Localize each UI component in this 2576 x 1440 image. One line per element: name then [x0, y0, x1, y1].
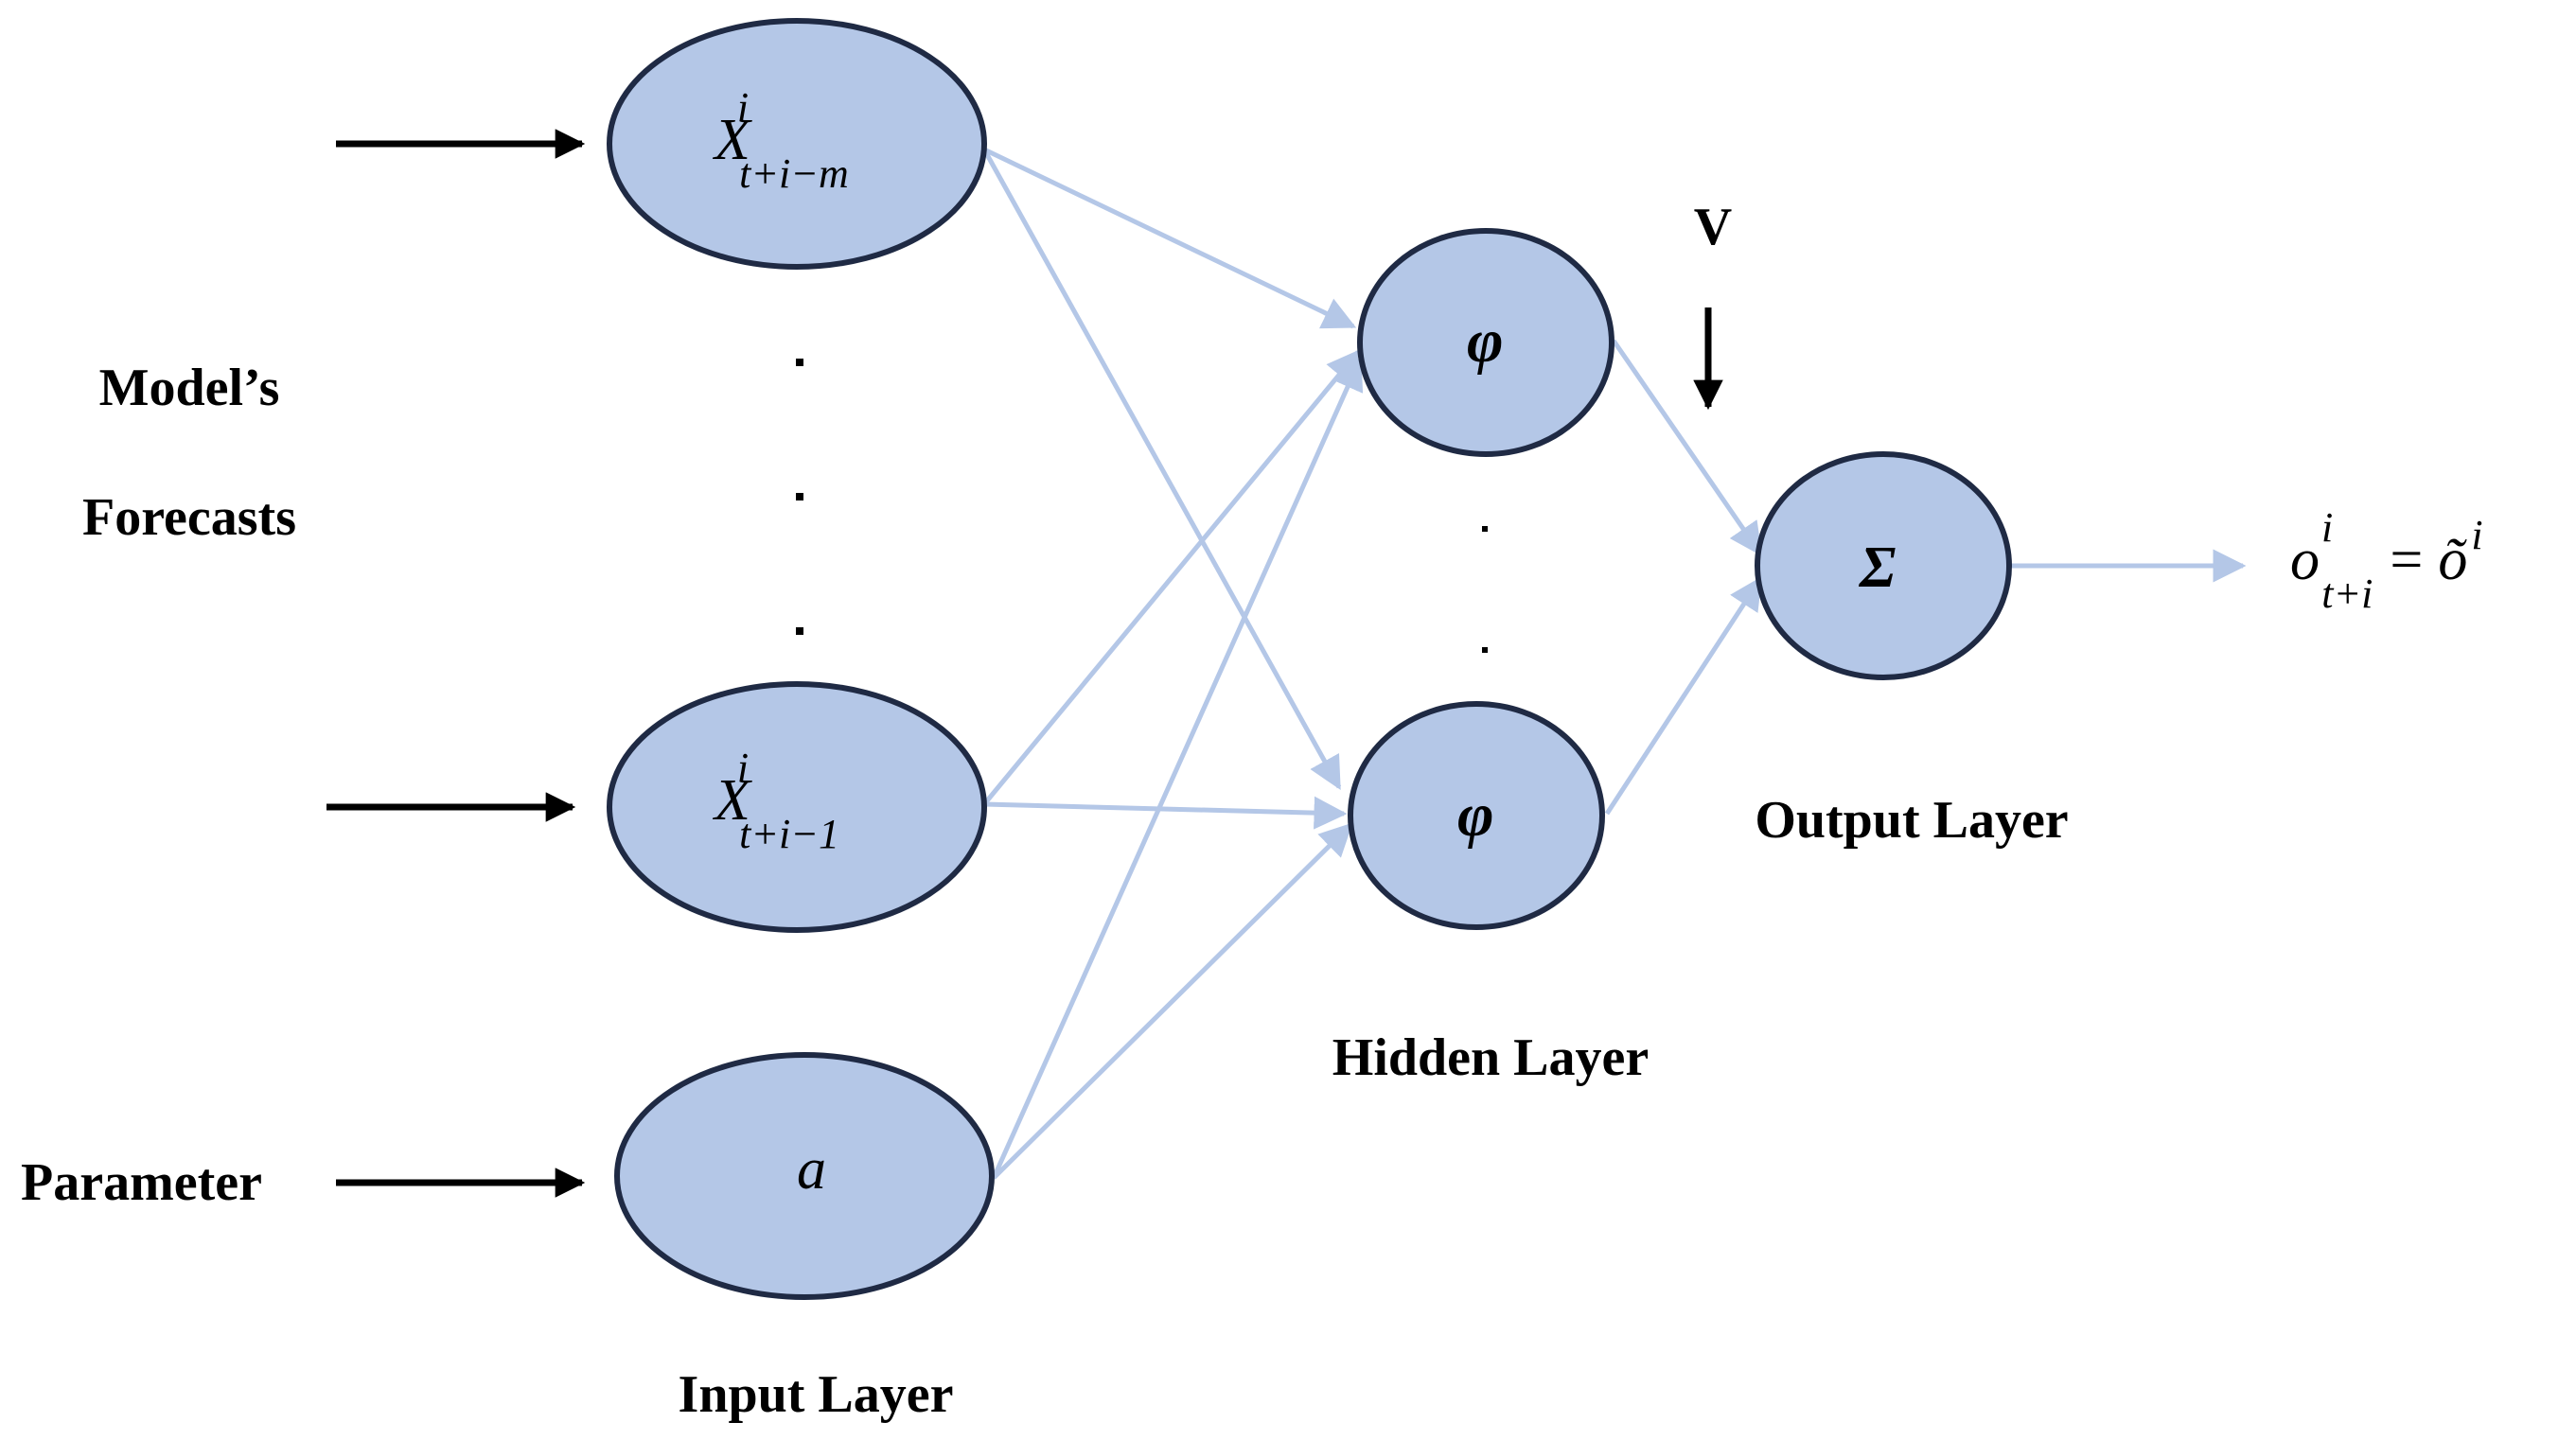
dot [1482, 526, 1488, 532]
hidden-layer-label: Hidden Layer [1332, 1028, 1649, 1087]
edges [981, 147, 2247, 1180]
output-node-label: Σ [1858, 536, 1896, 600]
edge-x2-h1 [982, 349, 1361, 806]
parameter-label: Parameter [21, 1153, 262, 1212]
dot [796, 493, 803, 500]
edge-a-h2 [992, 822, 1353, 1180]
edge-x1-h1 [982, 147, 1357, 329]
input-ellipsis [796, 359, 803, 635]
edge-h2-out [1604, 576, 1763, 816]
models-label-line1: Model’s [99, 359, 280, 417]
hidden-node-top-label: φ [1467, 307, 1504, 376]
output-node [1755, 451, 2012, 680]
edge-a-h1 [991, 356, 1364, 1180]
input-node-a-label: a [797, 1137, 826, 1202]
edge-x1-h2 [981, 148, 1342, 791]
input-node-x-m [607, 18, 987, 270]
dot [1482, 647, 1488, 653]
input-layer-label: Input Layer [679, 1365, 954, 1424]
output-layer-label: Output Layer [1755, 791, 2068, 850]
input-node-a [614, 1052, 995, 1300]
edge-x2-h2 [983, 796, 1348, 830]
models-label-line2: Forecasts [82, 488, 296, 547]
hidden-node-top [1357, 228, 1614, 457]
hidden-node-bottom [1348, 701, 1605, 930]
dot [796, 627, 803, 635]
edge-h1-out [1611, 339, 1763, 556]
external-arrows [326, 129, 1723, 1198]
hidden-node-bottom-label: φ [1457, 781, 1494, 850]
v-label: V [1694, 198, 1732, 256]
hidden-ellipsis [1482, 526, 1488, 653]
input-node-x-1 [607, 681, 987, 933]
dot [796, 359, 803, 366]
